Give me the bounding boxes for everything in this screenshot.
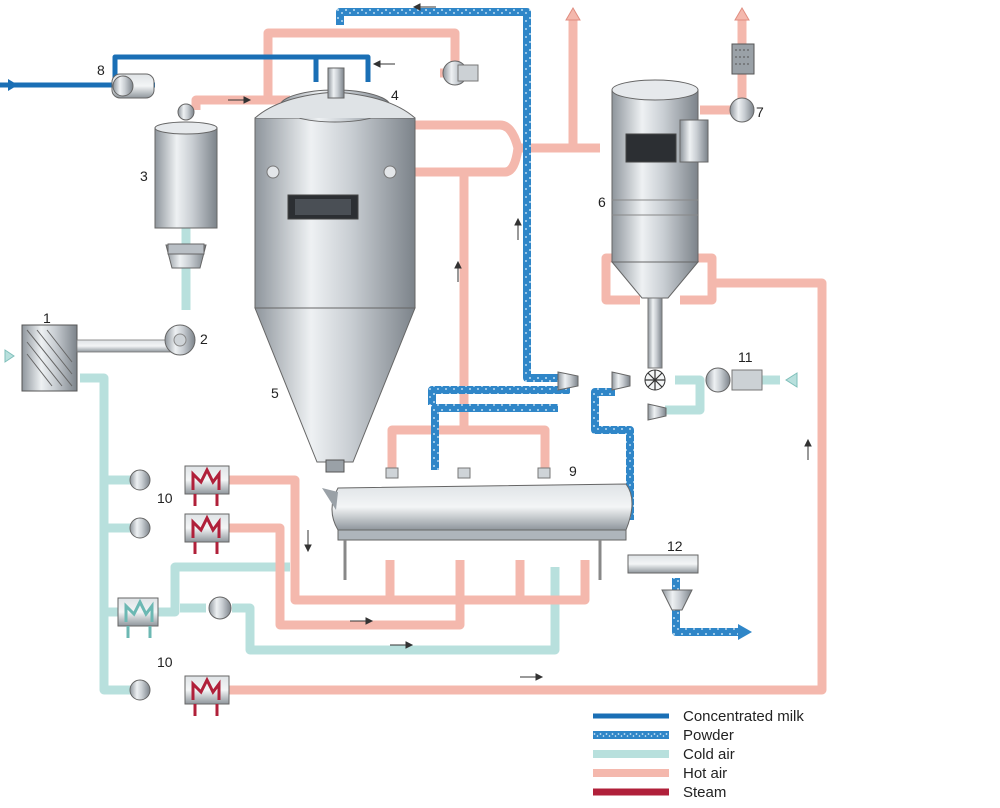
legend-cold-air: Cold air	[593, 746, 735, 763]
callout-2: 2	[200, 331, 208, 347]
cyclone-6	[610, 79, 709, 369]
air-filter-1	[21, 324, 188, 392]
fan-11	[705, 367, 763, 393]
callout-6: 6	[598, 194, 606, 210]
callout-4: 4	[391, 87, 399, 103]
heat-exchanger-10-bottom	[129, 675, 230, 716]
powder-pipes	[336, 8, 740, 636]
exhaust-fan-7	[729, 43, 755, 123]
cooler-exchanger	[117, 596, 232, 638]
air-inlet-arrow	[785, 372, 798, 388]
powder-outlet-arrow	[738, 624, 752, 640]
legend-label-steam: Steam	[683, 784, 726, 801]
callout-9: 9	[569, 463, 577, 479]
heater-3	[154, 103, 218, 269]
pump-8	[111, 73, 155, 99]
concentrated-milk-pipes	[0, 54, 371, 88]
stack-arrow-icon	[734, 7, 750, 21]
flow-arrow-icons	[228, 3, 812, 681]
heat-exchanger-10-middle	[129, 513, 230, 554]
callout-7: 7	[756, 104, 764, 120]
heat-exchanger-10-top	[129, 465, 230, 506]
sifter-12	[627, 554, 699, 611]
callout-3: 3	[140, 168, 148, 184]
callout-numbers: 1 2 3 4 5 6 7 8 9 10 10 11 12	[43, 62, 764, 670]
legend-label-cold-air: Cold air	[683, 746, 735, 763]
legend-label-powder: Powder	[683, 727, 734, 744]
callout-11: 11	[738, 349, 753, 365]
callout-10-lower: 10	[157, 654, 173, 670]
cold-air-pipes	[80, 190, 780, 695]
legend-label-concentrated-milk: Concentrated milk	[683, 708, 804, 725]
venturi-valves	[557, 371, 667, 421]
legend-swatch-powder	[593, 731, 669, 739]
legend-concentrated-milk: Concentrated milk	[593, 708, 804, 725]
fan-2	[164, 324, 196, 356]
legend-hot-air: Hot air	[593, 765, 727, 782]
milk-inlet-arrow	[8, 79, 18, 91]
legend-label-hot-air: Hot air	[683, 765, 727, 782]
callout-1: 1	[43, 310, 51, 326]
air-inlet-arrow	[4, 349, 15, 363]
fluid-bed-9	[322, 467, 633, 580]
callout-10-upper: 10	[157, 490, 173, 506]
callout-8: 8	[97, 62, 105, 78]
stack-arrow-icon	[565, 7, 581, 21]
callout-12: 12	[667, 538, 683, 554]
legend-steam: Steam	[593, 784, 726, 801]
rotary-valve-icon	[644, 369, 666, 391]
legend-powder: Powder	[593, 727, 734, 744]
callout-5: 5	[271, 385, 279, 401]
drying-chamber-5	[254, 67, 416, 473]
blower-4	[442, 60, 479, 86]
